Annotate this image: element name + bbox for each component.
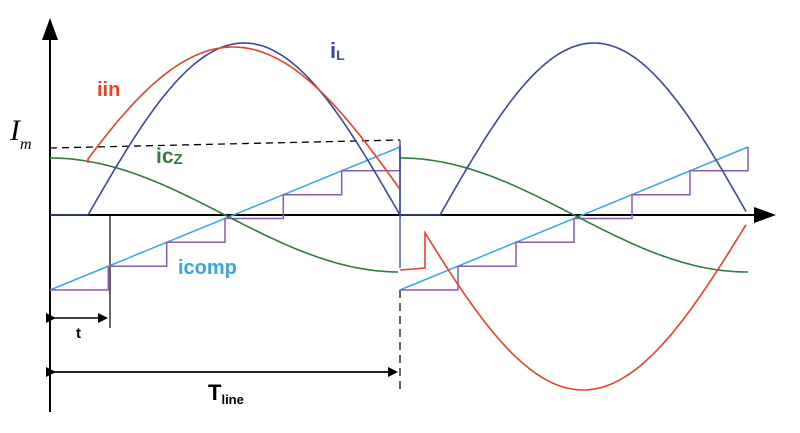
il-curve-2	[400, 42, 747, 216]
iin-label: iin	[97, 79, 120, 101]
y-axis-arrow	[42, 18, 58, 40]
icomp-label: icomp	[178, 257, 237, 279]
il-curve-1	[50, 42, 401, 218]
im-label: Im	[9, 114, 32, 153]
icz-label: icZ	[156, 145, 183, 168]
x-axis-arrow	[754, 207, 776, 223]
staircase-waveform-2	[400, 147, 749, 291]
icz-curve-2	[400, 157, 748, 273]
tline-label: Tline	[208, 380, 244, 407]
icz-curve-1	[50, 157, 399, 273]
staircase-waveform-1	[50, 147, 401, 291]
il-label: iL	[330, 38, 345, 63]
iin-curve-2	[399, 224, 747, 391]
im-dashed-line	[49, 139, 401, 149]
iin-curve-1	[87, 46, 401, 190]
t-label: t	[76, 325, 81, 342]
